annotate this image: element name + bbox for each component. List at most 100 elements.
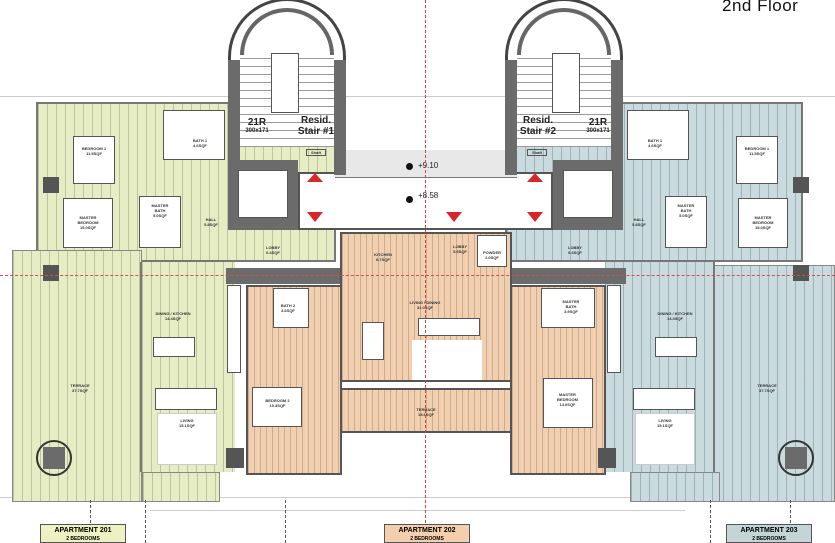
- apartment-201-lower-terrace: [142, 472, 220, 502]
- bed: [252, 387, 302, 427]
- apartment-201-master-bath: [139, 196, 181, 248]
- axis-line: [285, 500, 286, 543]
- room-label: LOBBY 6.4SQF: [266, 245, 280, 255]
- room-label: BATH 1 4.6SQF: [192, 138, 208, 148]
- corridor-upper-band: [335, 150, 517, 178]
- planter: [43, 447, 65, 469]
- bed: [543, 378, 593, 428]
- apartment-203-bath-1: [627, 110, 689, 160]
- kitchen-counter: [227, 285, 241, 373]
- apartment-name: APARTMENT 203: [740, 527, 798, 534]
- apartment-201-terrace: [12, 250, 142, 502]
- room-label: LIVING 15.1SQF: [178, 418, 195, 428]
- column: [793, 177, 809, 193]
- apartment-name: APARTMENT 202: [398, 527, 456, 534]
- kitchen-counter: [607, 285, 621, 373]
- planter-circle: [778, 440, 814, 476]
- apartment-201-living: [157, 413, 217, 465]
- apartment-202-master-bath: [541, 288, 595, 328]
- elevation-upper: +9.10: [418, 161, 439, 170]
- stair-1-spec: 300x171: [245, 128, 269, 134]
- planter: [785, 447, 807, 469]
- bed: [63, 198, 113, 248]
- stair-2-wall-left: [505, 60, 517, 175]
- apartment-bedrooms: 2 BEDROOMS: [410, 536, 444, 542]
- stair-1-label: Resid. Stair #1: [297, 115, 335, 137]
- stair-1-well: [271, 53, 299, 113]
- wall-block: [226, 268, 340, 284]
- stair-2-risers: 21R: [588, 117, 608, 128]
- wall-block: [512, 268, 626, 284]
- floor-title: 2nd Floor: [722, 0, 799, 15]
- shaft-label: Shaft: [527, 149, 547, 156]
- column: [226, 448, 244, 468]
- axis-line: [90, 500, 91, 543]
- stair-1-risers: 21R: [247, 117, 267, 128]
- stair-1-wall-right: [334, 60, 346, 175]
- elevation-marker-icon: [406, 163, 413, 170]
- bed: [736, 136, 778, 184]
- room-label: MASTER BATH 5.0SQF: [151, 203, 169, 218]
- apartment-201-tag: APARTMENT 201 2 BEDROOMS: [40, 524, 126, 543]
- arrow-up-icon: [307, 173, 323, 182]
- room-label: BEDROOM 2 10.3SQF: [265, 398, 290, 408]
- elevator-1: [238, 170, 288, 218]
- elevation-lower: +8.58: [418, 191, 439, 200]
- apartment-bedrooms: 2 BEDROOMS: [66, 536, 100, 542]
- stair-1-arch-inner: [240, 8, 334, 93]
- elevator-2: [563, 170, 613, 218]
- room-label: TERRACE 37.7SQF: [70, 383, 90, 393]
- room-label: POWDER 2.0SQF: [483, 250, 501, 260]
- room-label: BATH 2 3.6SQF: [280, 303, 296, 313]
- stair-2-arch: [505, 0, 623, 93]
- arrow-down-icon: [446, 212, 462, 222]
- room-label: HALL 5.8SQF: [204, 217, 218, 227]
- room-label: MASTER BEDROOM 15.0SQF: [77, 215, 99, 230]
- bed: [73, 136, 115, 184]
- room-label: LIVING / DINING 31.0SQF: [409, 300, 441, 310]
- living-rug: [412, 340, 482, 380]
- apartment-203-terrace: [713, 265, 835, 502]
- shaft-label: Shaft: [306, 149, 326, 156]
- apartment-203-tag: APARTMENT 203 2 BEDROOMS: [726, 524, 812, 543]
- stair-2-well: [552, 53, 580, 113]
- room-label: DINING / KITCHEN 14.4SQF: [657, 311, 693, 321]
- sofa: [155, 388, 217, 410]
- arrow-down-icon: [527, 212, 543, 222]
- room-label: DINING / KITCHEN 14.4SQF: [155, 311, 191, 321]
- room-label: LOBBY 5.5SQF: [453, 244, 467, 254]
- dining-table: [655, 337, 697, 357]
- sofa: [418, 318, 480, 336]
- room-label: LIVING 15.1SQF: [656, 418, 673, 428]
- room-label: MASTER BEDROOM 14.0SQF: [557, 392, 578, 407]
- apartment-203-master-bath: [665, 196, 707, 248]
- stair-2-arch-inner: [517, 8, 611, 93]
- stair-1-arch: [228, 0, 346, 93]
- stair-2-label: Resid. Stair #2: [519, 115, 557, 137]
- axis-line: [790, 500, 791, 543]
- elevation-marker-icon: [406, 196, 413, 203]
- dining-table: [362, 322, 384, 360]
- axis-line: [145, 500, 146, 543]
- room-label: TERRACE 37.7SQF: [757, 383, 777, 393]
- arrow-down-icon: [307, 212, 323, 222]
- apartment-202-tag: APARTMENT 202 2 BEDROOMS: [384, 524, 470, 543]
- sofa: [633, 388, 695, 410]
- room-label: BEDROOM 1 11.5SQF: [744, 146, 770, 156]
- planter-circle: [36, 440, 72, 476]
- room-label: MASTER BATH 5.0SQF: [677, 203, 695, 218]
- apartment-201-bath-1: [163, 110, 225, 160]
- room-label: BEDROOM 1 11.5SQF: [81, 146, 107, 156]
- apartment-202-powder: [477, 235, 507, 267]
- column: [43, 265, 59, 281]
- dining-table: [153, 337, 195, 357]
- room-label: LOBBY 6.4SQF: [568, 245, 582, 255]
- reference-line: [0, 275, 835, 276]
- room-label: BATH 1 4.6SQF: [647, 138, 663, 148]
- column: [598, 448, 616, 468]
- column: [793, 265, 809, 281]
- arrow-up-icon: [527, 173, 543, 182]
- apartment-202-bath-2: [273, 288, 309, 328]
- axis-line: [710, 500, 711, 543]
- apartment-203-lower-terrace: [630, 472, 720, 502]
